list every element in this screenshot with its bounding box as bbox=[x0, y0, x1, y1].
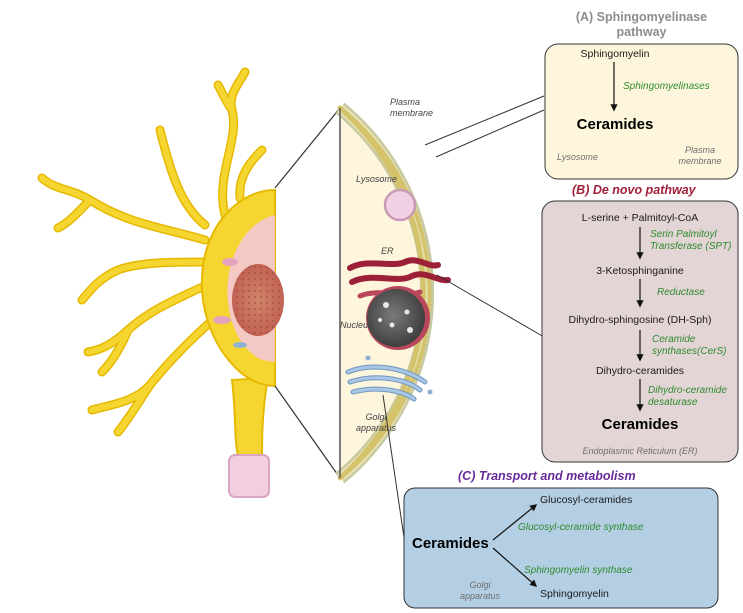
cell-er-label: ER bbox=[381, 246, 394, 256]
panel-b-step2: 3-Ketosphinganine bbox=[596, 265, 684, 277]
panel-b-enzyme3: Ceramide synthases(CerS) bbox=[652, 334, 727, 357]
panel-b-product: Ceramides bbox=[601, 416, 679, 433]
lysosome bbox=[383, 188, 417, 222]
zoomed-cell bbox=[335, 102, 451, 484]
plasma-membrane bbox=[337, 105, 426, 481]
connector-lines bbox=[382, 95, 545, 552]
panel-b-location: Endoplasmic Reticulum (ER) bbox=[582, 446, 698, 456]
panel-a-location-lysosome: Lysosome bbox=[557, 152, 598, 162]
panel-c-box bbox=[403, 487, 719, 609]
panel-b-enzyme1: Serin Palmitoyl Transferase (SPT) bbox=[650, 229, 732, 252]
panel-c-product1: Glucosyl-ceramides bbox=[540, 494, 633, 506]
cell-nucleus bbox=[367, 289, 425, 347]
axon-terminal bbox=[228, 454, 270, 498]
panel-c-location: Golgi apparatus bbox=[460, 580, 501, 601]
panel-b-enzyme2: Reductase bbox=[657, 287, 705, 298]
panel-c-product2: Sphingomyelin bbox=[540, 588, 609, 600]
zoom-line-top bbox=[274, 107, 341, 189]
panel-b-step3: Dihydro-sphingosine (DH-Sph) bbox=[568, 314, 712, 326]
pathway-arrows bbox=[492, 62, 644, 587]
neuron bbox=[37, 67, 341, 498]
zoom-line-bottom bbox=[274, 385, 341, 479]
panel-c-enzyme1: Glucosyl-ceramide synthase bbox=[518, 522, 644, 533]
axon bbox=[230, 376, 270, 456]
panel-a-location-plasma-membrane: Plasma membrane bbox=[678, 145, 722, 166]
cell-golgi-label: Golgi apparatus bbox=[356, 412, 397, 433]
cell-nucleus-label: Nucleus bbox=[340, 320, 373, 330]
panel-b-step4: Dihydro-ceramides bbox=[595, 365, 685, 377]
cell-plasma-membrane-label: Plasma membrane bbox=[390, 97, 434, 118]
panel-a-product: Ceramides bbox=[576, 116, 654, 133]
panel-b-title: (B) De novo pathway bbox=[572, 183, 696, 197]
arrow-c2 bbox=[492, 547, 538, 587]
panel-a-box bbox=[544, 43, 739, 180]
panel-c-source: Ceramides bbox=[412, 535, 489, 552]
panel-c-enzyme2: Sphingomyelin synthase bbox=[524, 565, 633, 576]
panel-a-substrate: Sphingomyelin bbox=[580, 48, 650, 60]
panel-c-title: (C) Transport and metabolism bbox=[458, 469, 636, 483]
panel-a-title: (A) Sphingomyelinase pathway bbox=[575, 10, 708, 39]
panel-b-enzyme4: Dihydro-ceramide desaturase bbox=[648, 385, 727, 408]
panel-a-enzyme: Sphingomyelinases bbox=[623, 81, 710, 92]
arrow-c1 bbox=[492, 504, 538, 541]
cell-lysosome-label: Lysosome bbox=[356, 174, 397, 184]
panel-b-step1: L-serine + Palmitoyl-CoA bbox=[581, 212, 699, 224]
endoplasmic-reticulum bbox=[347, 257, 441, 271]
